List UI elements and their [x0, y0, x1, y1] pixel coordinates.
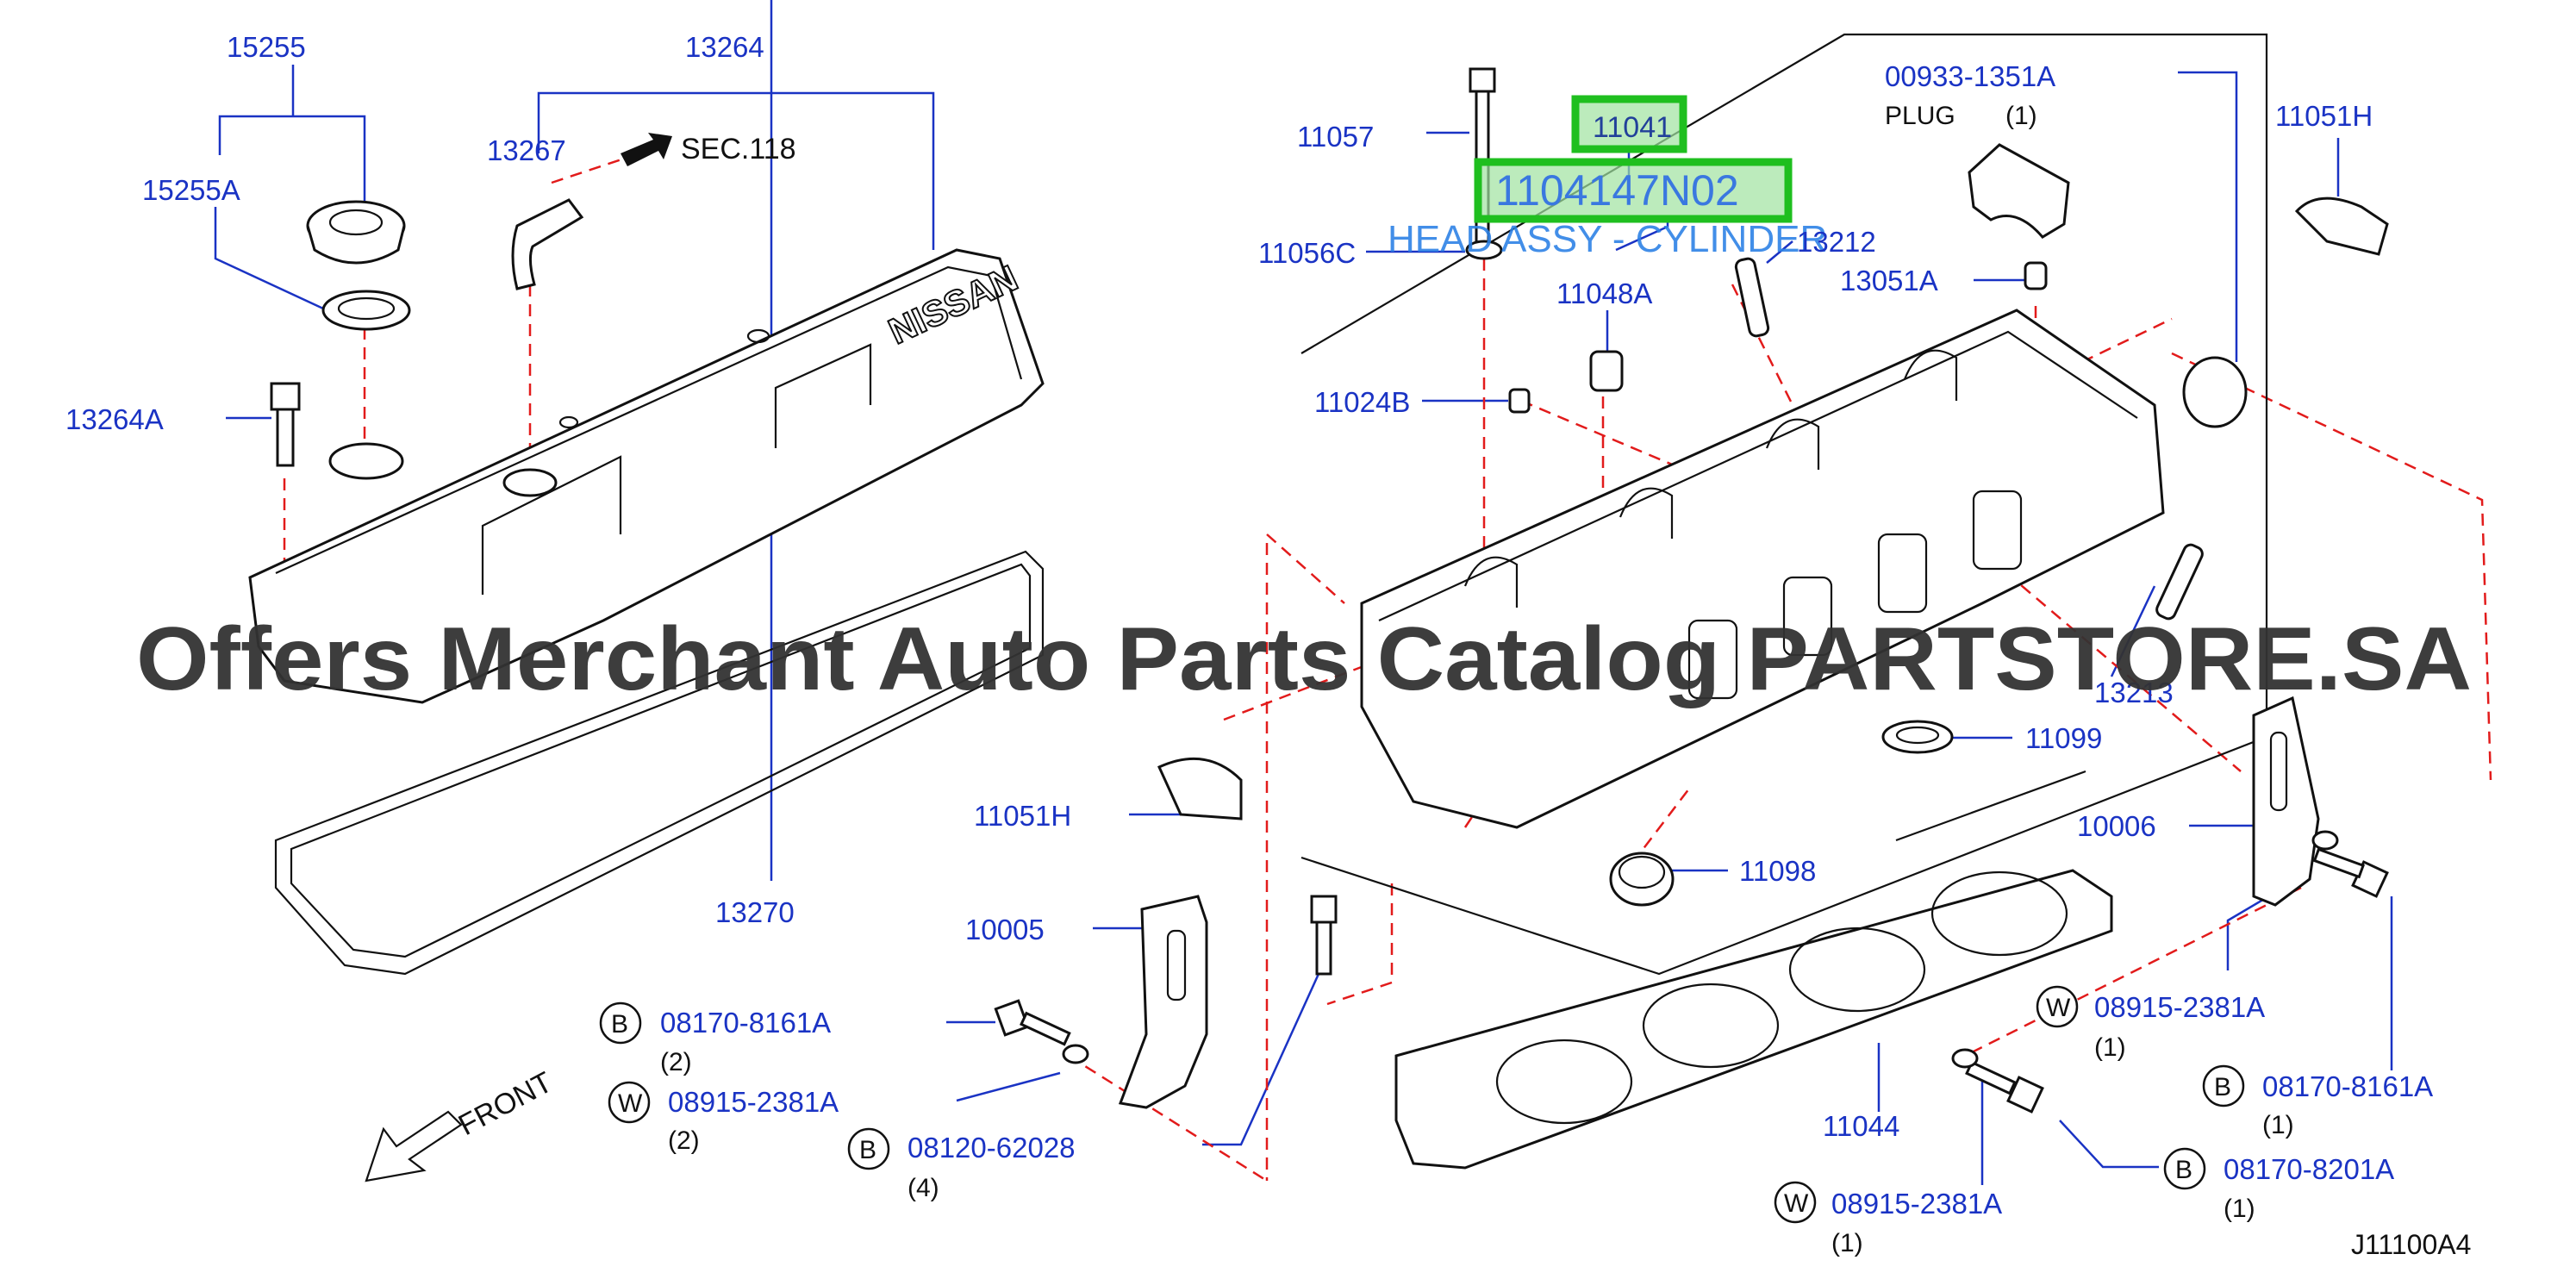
front-label: FRONT — [453, 1066, 558, 1143]
half-moon-plug-left — [1157, 757, 1243, 820]
part-label-11099[interactable]: 11099 — [2025, 722, 2102, 754]
qty-08170-right: (1) — [2262, 1111, 2294, 1139]
section-ref[interactable]: SEC.118 — [681, 133, 796, 165]
part-labels: 15255 13264 13267 15255A 13264A 13270 11… — [65, 31, 2433, 1220]
badge-w-08915-right: W — [2036, 985, 2079, 1028]
cylinder-head-frame — [1300, 33, 2268, 976]
part-label-08915-2381A-left[interactable]: 08915-2381A — [668, 1086, 839, 1118]
badge-b-08120: B — [847, 1127, 890, 1170]
part-label-13212[interactable]: 13212 — [1797, 226, 1876, 258]
svg-text:B: B — [2214, 1073, 2231, 1101]
badge-w-08915-bottom: W — [1774, 1181, 1817, 1224]
valve-guide-shapes — [1734, 257, 2204, 621]
engine-bracket-left — [1118, 895, 1208, 1109]
cup-plug-shape — [2182, 356, 2248, 428]
bolt-08120-shape — [1310, 895, 1338, 976]
cam-cap-shape — [1968, 143, 2070, 239]
svg-text:B: B — [859, 1136, 876, 1164]
part-label-10005[interactable]: 10005 — [965, 914, 1045, 945]
half-moon-plug-top — [2294, 197, 2389, 256]
cover-bolt-shape — [270, 382, 301, 467]
qty-08120: (4) — [908, 1174, 939, 1202]
highlighted-part[interactable]: 11041 1104147N02 HEAD ASSY - CYLINDER — [1388, 95, 1827, 260]
plug-11098-shape — [1609, 852, 1675, 907]
part-label-13213[interactable]: 13213 — [2094, 677, 2174, 708]
part-label-08170-8161A-right[interactable]: 08170-8161A — [2262, 1070, 2433, 1102]
part-label-11051H-left[interactable]: 11051H — [974, 800, 1071, 832]
part-label-13264[interactable]: 13264 — [685, 31, 764, 63]
part-label-11057[interactable]: 11057 — [1297, 121, 1374, 153]
valve-cover-shape: NISSAN — [248, 248, 1045, 704]
oil-seal-shape — [1881, 720, 1954, 754]
svg-text:W: W — [618, 1089, 643, 1118]
dowel-shape — [2024, 261, 2048, 290]
diagram-code: J11100A4 — [2351, 1229, 2471, 1260]
qty-08915-left: (2) — [668, 1126, 700, 1155]
badge-w-08915-left: W — [608, 1081, 651, 1124]
badge-b-08170-left: B — [599, 1001, 642, 1045]
badge-b-08170-8201A: B — [2163, 1147, 2206, 1190]
badge-b-08170-right: B — [2202, 1064, 2245, 1107]
oil-filler-cap-shape — [306, 200, 411, 331]
cylinder-head-shape — [1360, 309, 2165, 829]
pcv-hose-shape — [511, 198, 584, 290]
part-label-11044[interactable]: 11044 — [1823, 1110, 1899, 1142]
part-label-11098[interactable]: 11098 — [1739, 855, 1816, 887]
svg-text:B: B — [611, 1010, 628, 1039]
engine-bracket-right — [2252, 696, 2320, 907]
svg-text:W: W — [1784, 1189, 1809, 1218]
plug-note: PLUG — [1885, 102, 1955, 130]
part-label-08915-2381A-right[interactable]: 08915-2381A — [2094, 991, 2265, 1023]
part-label-11048A[interactable]: 11048A — [1556, 278, 1652, 309]
highlight-part-number[interactable]: 11041 — [1593, 111, 1672, 144]
part-label-10006[interactable]: 10006 — [2077, 810, 2156, 842]
small-pin-shape — [1508, 388, 1531, 414]
part-label-11051H-top[interactable]: 11051H — [2275, 100, 2373, 132]
svg-text:B: B — [2175, 1156, 2192, 1184]
part-label-15255A[interactable]: 15255A — [142, 174, 240, 206]
highlight-description: HEAD ASSY - CYLINDER — [1388, 218, 1827, 260]
head-gasket-shape — [1394, 869, 2113, 1170]
svg-text:W: W — [2046, 994, 2071, 1022]
highlight-full-part-number[interactable]: 1104147N02 — [1495, 166, 1739, 215]
watermark-text: Offers Merchant Auto Parts Catalog PARTS… — [136, 609, 2472, 709]
bolt-08170-8201-shape — [1951, 1048, 2044, 1114]
part-label-00933-1351A[interactable]: 00933-1351A — [1885, 60, 2055, 92]
part-label-15255[interactable]: 15255 — [227, 31, 306, 63]
part-label-08915-2381A-bottom[interactable]: 08915-2381A — [1831, 1188, 2002, 1220]
qty-08170-8201A: (1) — [2224, 1195, 2255, 1223]
fastener-badges: B W B W B B W — [599, 985, 2245, 1224]
highlight-box-full — [1474, 158, 1793, 223]
part-label-11056C[interactable]: 11056C — [1258, 237, 1356, 269]
cover-gasket-shape — [274, 550, 1045, 976]
part-label-13270[interactable]: 13270 — [715, 896, 795, 928]
part-label-11024B[interactable]: 11024B — [1314, 386, 1410, 418]
part-label-08170-8161A-left[interactable]: 08170-8161A — [660, 1007, 831, 1039]
highlight-box-short — [1571, 95, 1687, 153]
part-label-13051A[interactable]: 13051A — [1840, 265, 1938, 296]
qty-08915-bottom: (1) — [1831, 1229, 1863, 1257]
part-label-08120-62028[interactable]: 08120-62028 — [908, 1132, 1076, 1164]
part-label-13264A[interactable]: 13264A — [65, 403, 164, 435]
part-label-08170-8201A[interactable]: 08170-8201A — [2224, 1153, 2394, 1185]
seal-cap-shape — [1589, 350, 1624, 392]
bolt-08170-left-shape — [994, 999, 1089, 1064]
bolt-08170-right-shape — [2311, 830, 2389, 898]
part-label-13267[interactable]: 13267 — [487, 134, 566, 166]
qty-08915-right: (1) — [2094, 1033, 2126, 1062]
plug-qty: (1) — [2005, 102, 2037, 130]
section-arrow-icon — [621, 133, 672, 166]
qty-08170-left: (2) — [660, 1048, 692, 1076]
front-arrow-icon — [365, 1110, 463, 1182]
